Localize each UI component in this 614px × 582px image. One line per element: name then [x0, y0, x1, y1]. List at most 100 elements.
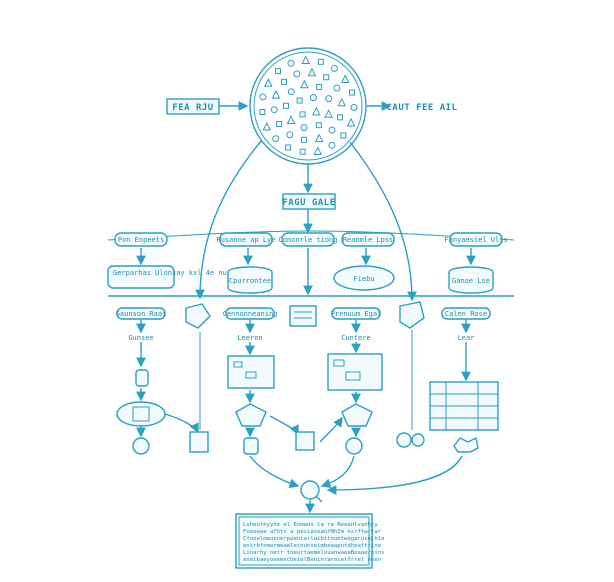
branch-header-4: Reanmle Lpss — [341, 232, 395, 247]
hub-mini-icon — [286, 131, 294, 139]
summary-line-2: Foeuewa afhtn a pesiaseanfNhIm nsrftwrfa… — [243, 529, 382, 535]
hub-mini-icon — [348, 89, 355, 96]
hub-mini-icon — [340, 132, 347, 139]
hub-mini-icon — [293, 70, 301, 78]
branch-header-1: Pon Enpeets — [114, 232, 168, 247]
branch-header-label-3: Cononrle tiong — [278, 236, 337, 244]
branch-header-label-1: Pon Enpeets — [118, 236, 164, 244]
col2-box-icon — [235, 403, 267, 427]
hub-mini-icon — [340, 74, 350, 83]
branch2-card-text: Cpurrontee — [229, 277, 271, 285]
hub-mini-icon — [281, 78, 288, 85]
sub2-label-1: Gunsee — [128, 334, 153, 342]
col2-chain — [227, 320, 275, 455]
sub-pill-label-1: Gaunson Raas — [116, 310, 167, 318]
hub-mini-icon — [259, 93, 267, 101]
sub-pill-label-4: Prenuum Egal — [331, 310, 382, 318]
branch-header-label-2: Rusanoe ap Lye — [216, 236, 275, 244]
hub-mini-icon — [301, 55, 311, 65]
sub2-label-2: Leeren — [237, 334, 262, 342]
hub-mini-icon — [328, 126, 336, 134]
center-label: FAGU GALE — [282, 198, 335, 208]
search-icon — [300, 480, 320, 500]
hub-mini-icon — [262, 121, 272, 131]
hub-icon-cluster — [259, 55, 358, 155]
hub-mini-icon — [317, 58, 324, 65]
hub-mini-icon — [325, 95, 333, 103]
hub-mini-icon — [259, 109, 266, 116]
hub-mini-icon — [272, 135, 280, 143]
hub-mini-icon — [324, 109, 333, 118]
branch1-card: Gerparhas Ulonsay kxl 4e nu Fegiuit lt — [107, 248, 273, 289]
branch-header-label-4: Reanmle Lpss — [343, 236, 394, 244]
hub-mini-icon — [346, 117, 356, 127]
left-doc-chain — [164, 332, 209, 453]
hub-mini-icon — [271, 90, 281, 99]
sub2-label-4: Cuntere — [341, 334, 371, 342]
branch5-card-text: Ganoe Lse — [452, 277, 490, 285]
central-hub — [249, 47, 367, 165]
summary-line-4: aosrbfnmermeaelesnunseimbeaapntdheafttin… — [243, 543, 382, 549]
hub-mini-icon — [270, 106, 278, 114]
col4-end-icon — [345, 437, 363, 455]
sub-pill-label-5: Calen Rose — [445, 310, 487, 318]
branch2-cylinder: Cpurrontee — [227, 248, 273, 294]
summary-line-1: Lsheuthyyhe el Enmaus la ra Beeanlvanhjy — [243, 522, 378, 528]
hub-mini-icon — [323, 74, 330, 81]
col4-box-icon — [341, 403, 373, 427]
right-top-label: CAUT FEE AIL — [386, 103, 457, 113]
summary-line-5: Linarhy netr toeurtaemelvuanwaeaBeaaeroi… — [243, 550, 384, 556]
right-gear-icon-a — [396, 432, 412, 448]
summary-panel: Lsheuthyyhe el Enmaus la ra Beeanlvanhjy… — [235, 513, 385, 569]
hub-mini-icon — [333, 84, 341, 92]
hub-mini-icon — [328, 141, 336, 149]
left-doc-icon — [189, 431, 209, 453]
hub-left-connector — [195, 139, 263, 300]
hub-mini-icon — [286, 115, 296, 124]
col4-chain — [327, 320, 383, 455]
hub-mini-icon — [330, 64, 338, 72]
col2-device-icon — [243, 437, 259, 455]
center-doc-chain — [269, 415, 343, 451]
hub-mini-icon — [316, 84, 323, 91]
center-node: FAGU GALE — [282, 164, 336, 210]
center-doc-icon — [295, 431, 315, 451]
col1-end-icon — [132, 437, 150, 455]
hub-mini-icon — [301, 136, 308, 143]
col1-ellipse — [116, 401, 166, 427]
converge — [249, 455, 463, 514]
hub-right-connector — [349, 141, 417, 302]
branch-header-3: Cononrle tiong — [278, 232, 338, 247]
branch4-ellipse: Fiebu — [333, 248, 395, 291]
hub-mini-icon — [285, 144, 292, 151]
left-top-label: FEA RJU — [172, 103, 213, 113]
branch-header-5: Fanyaesiel Ulss — [444, 232, 508, 247]
hub-mini-icon — [337, 97, 347, 107]
hub-mini-icon — [283, 102, 290, 109]
branch4-card-text: Fiebu — [353, 275, 374, 283]
hub-mini-icon — [296, 97, 303, 104]
hub-mini-icon — [309, 94, 317, 102]
left-top-node: FEA RJU — [166, 98, 249, 115]
branch5-cylinder: Ganoe Lse — [448, 248, 494, 294]
col5-puzzle-icon — [453, 436, 479, 453]
hub-mini-icon — [287, 88, 295, 96]
hub-mini-icon — [299, 111, 306, 118]
hub-mini-icon — [300, 79, 309, 89]
hub-mini-icon — [314, 133, 324, 143]
sub2-label-5: Lear — [458, 334, 475, 342]
sub-pill-label-2: Cennonneaning — [223, 310, 278, 318]
header-row-line — [107, 230, 515, 241]
hub-mini-icon — [312, 106, 321, 116]
hub-mini-icon — [276, 120, 283, 127]
hub-mini-icon — [287, 59, 295, 67]
branch-header-2: Rusanoe ap Lye — [216, 232, 276, 247]
